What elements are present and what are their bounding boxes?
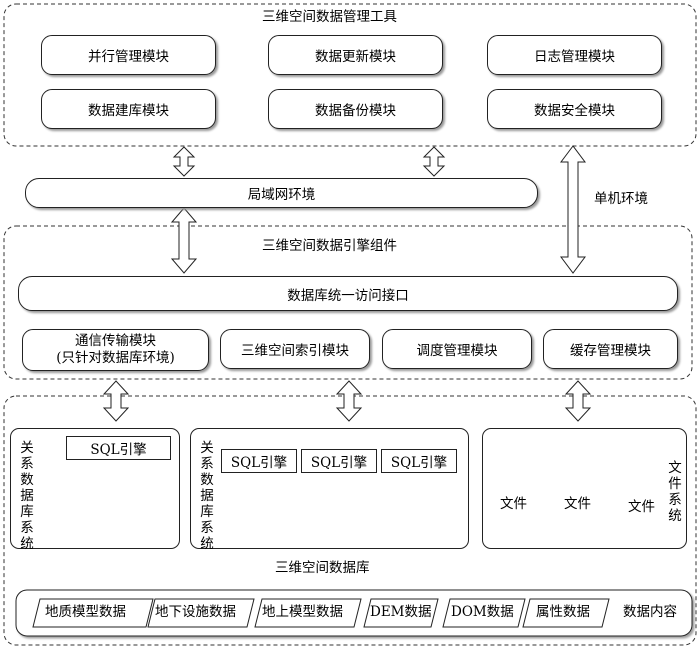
content-item-dem: DEM数据 xyxy=(370,604,432,620)
content-item-shape-2 xyxy=(147,598,255,628)
module-log-management: 日志管理模块 xyxy=(487,35,662,75)
module-parallel-management: 并行管理模块 xyxy=(41,35,216,75)
engine-group-outline xyxy=(3,225,693,380)
tool-group-title: 三维空间数据管理工具 xyxy=(262,9,397,25)
content-item-shape-6 xyxy=(522,598,610,628)
tool-group-outline xyxy=(3,3,697,147)
content-item-shape-4 xyxy=(363,598,439,628)
content-item-underground-facility: 地下设施数据 xyxy=(155,604,236,620)
module-communication-transfer: 通信传输模块 (只针对数据库环境) xyxy=(22,329,209,371)
file-label-2: 文件 xyxy=(564,496,591,512)
file-label-3: 文件 xyxy=(628,499,655,515)
db-unified-access-interface: 数据库统一访问接口 xyxy=(18,276,678,311)
standalone-environment-label: 单机环境 xyxy=(594,191,648,207)
content-item-shape-3 xyxy=(254,598,362,628)
arrow-engine-to-db-1 xyxy=(102,380,130,422)
arrow-lan-to-engine xyxy=(170,207,198,274)
lan-environment: 局域网环境 xyxy=(25,178,538,208)
module-cache-management: 缓存管理模块 xyxy=(543,329,678,369)
module-data-backup: 数据备份模块 xyxy=(268,89,443,129)
module-database-building: 数据建库模块 xyxy=(41,89,216,129)
module-3d-spatial-index: 三维空间索引模块 xyxy=(220,329,370,369)
module-data-update: 数据更新模块 xyxy=(268,35,443,75)
arrow-standalone xyxy=(560,145,586,274)
file-system-label: 文件系统 xyxy=(668,460,682,524)
engine-group-title: 三维空间数据引擎组件 xyxy=(262,238,397,254)
content-row-label: 数据内容 xyxy=(623,604,677,620)
sql-engine-cluster-2: SQL引擎 xyxy=(301,449,377,473)
content-item-attribute: 属性数据 xyxy=(536,604,590,620)
sql-engine-cluster-3: SQL引擎 xyxy=(381,449,457,473)
arrow-tool-to-lan-left xyxy=(172,146,196,177)
arrow-engine-to-db-2 xyxy=(335,380,363,422)
database-group-title: 三维空间数据库 xyxy=(275,560,370,576)
content-item-dom: DOM数据 xyxy=(451,604,514,620)
arrow-engine-to-db-3 xyxy=(564,380,592,422)
rdbms-cluster-panel xyxy=(190,428,469,549)
database-group-outline xyxy=(3,395,697,646)
content-item-shape-5 xyxy=(442,598,526,628)
module-data-security: 数据安全模块 xyxy=(487,89,662,129)
comm-module-line2: (只针对数据库环境) xyxy=(56,350,175,366)
content-item-shape-1 xyxy=(32,598,154,628)
sql-engine-single: SQL引擎 xyxy=(66,436,171,460)
comm-module-line1: 通信传输模块 xyxy=(75,333,156,349)
sql-engine-cluster-1: SQL引擎 xyxy=(221,449,297,473)
rdbms-single-label: 关系数据库系统 xyxy=(20,440,34,552)
content-item-aboveground-model: 地上模型数据 xyxy=(262,604,343,620)
file-system-panel xyxy=(482,428,687,549)
file-label-1: 文件 xyxy=(500,496,527,512)
arrow-tool-to-lan-right xyxy=(422,146,446,177)
module-scheduling-management: 调度管理模块 xyxy=(382,329,532,369)
rdbms-cluster-label: 关系数据库系统 xyxy=(200,440,214,552)
content-item-geological-model: 地质模型数据 xyxy=(45,604,126,620)
